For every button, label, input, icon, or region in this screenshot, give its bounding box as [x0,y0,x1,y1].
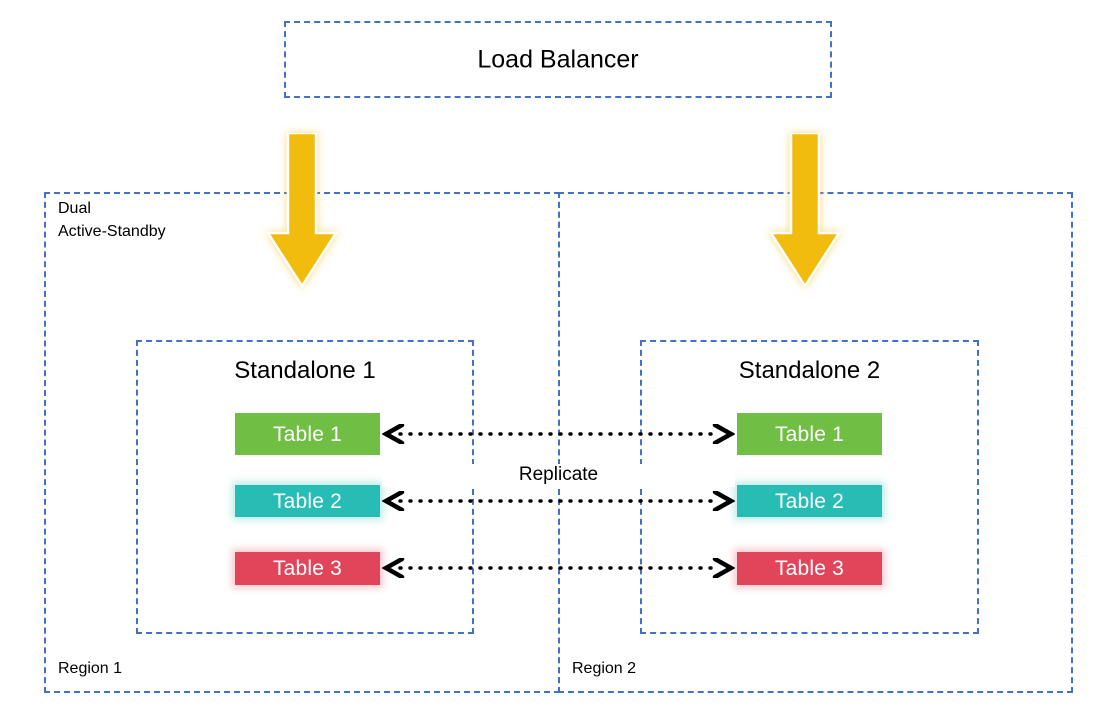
traffic-arrow-left-icon [266,133,338,288]
standalone-2-table-3[interactable]: Table 3 [737,552,882,585]
load-balancer-box[interactable]: Load Balancer [284,21,832,98]
standalone-2-table-1[interactable]: Table 1 [737,413,882,455]
standalone-2-table-2[interactable]: Table 2 [737,485,882,517]
standalone-2-box[interactable]: Standalone 2 [640,340,979,634]
region-1-label: Region 1 [58,659,123,677]
traffic-arrow-right-icon [769,133,841,288]
standalone-1-box[interactable]: Standalone 1 [136,340,474,634]
standalone-1-table-2[interactable]: Table 2 [235,485,380,517]
standalone-1-table-3[interactable]: Table 3 [235,552,380,585]
replicate-label: Replicate [382,464,735,487]
standalone-1-table-1[interactable]: Table 1 [235,413,380,455]
standalone-2-title: Standalone 2 [738,357,881,384]
region-2-label: Region 2 [572,659,637,677]
load-balancer-label: Load Balancer [477,44,639,73]
standalone-1-title: Standalone 1 [234,357,376,384]
dual-active-standby-label: Dual Active-Standby [58,200,166,241]
